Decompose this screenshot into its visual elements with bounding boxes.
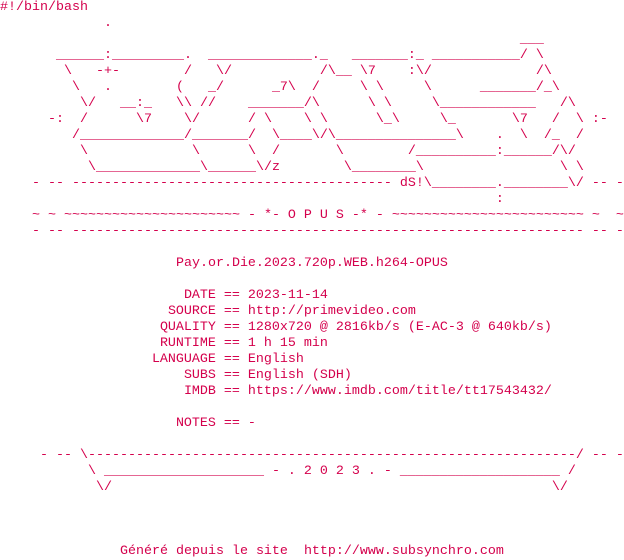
- info-separator: ==: [223, 304, 240, 319]
- ascii-art-line: \ . ( _/ _7\ / \ \ \ _______/_\: [0, 80, 560, 95]
- footer-art-line: \/ \/: [0, 480, 568, 495]
- info-row-runtime: RUNTIME == 1 h 15 min: [0, 336, 624, 352]
- blank-line: [0, 528, 624, 544]
- info-label: QUALITY: [159, 320, 216, 335]
- info-row-date: DATE == 2023-11-14: [0, 288, 624, 304]
- blank-line: [0, 272, 624, 288]
- info-label: LANGUAGE: [151, 352, 216, 367]
- info-separator: ==: [223, 416, 240, 431]
- info-row-quality: QUALITY == 1280x720 @ 2816kb/s (E-AC-3 @ 6…: [0, 320, 624, 336]
- ascii-art-line: - -- -----------------------------------…: [0, 224, 624, 239]
- info-row-language: LANGUAGE == English: [0, 352, 624, 368]
- ascii-art-line: -: / \7 \/ / \ \ \ \_\ \_ \7 / \ :-: [0, 112, 608, 127]
- info-row-source: SOURCE == http://primevideo.com: [0, 304, 624, 320]
- info-label: SUBS: [183, 368, 216, 383]
- ascii-art-line: ~ ~ ~~~~~~~~~~~~~~~~~~~~~~ - *- O P U S …: [0, 208, 624, 223]
- info-separator: ==: [223, 320, 240, 335]
- ascii-art-line: \ \ \ / \ /__________:______/\/: [0, 144, 576, 159]
- info-separator: ==: [223, 368, 240, 383]
- info-value: English (SDH): [247, 368, 352, 383]
- ascii-art-line: \ -+- / \/ /\__ \7 :\/ /\: [0, 64, 552, 79]
- info-row-imdb: IMDB == https://www.imdb.com/title/tt17543…: [0, 384, 624, 400]
- footer-credit: Généré depuis le site http://www.subsync…: [0, 544, 624, 560]
- info-value: http://primevideo.com: [247, 304, 416, 319]
- ascii-art-line: .: [0, 16, 112, 31]
- info-value: English: [247, 352, 304, 367]
- ascii-art-line: \_____________\______\/z \________\ \ \: [0, 160, 584, 175]
- notes-value: -: [247, 416, 256, 431]
- blank-line: [0, 496, 624, 512]
- footer-art-line: \ ____________________ - . 2 0 2 3 . - _…: [0, 464, 576, 479]
- footer-url: http://www.subsynchro.com: [303, 544, 504, 559]
- info-row-notes: NOTES ==-: [0, 416, 624, 432]
- info-separator: ==: [223, 288, 240, 303]
- info-separator: ==: [223, 352, 240, 367]
- ascii-art-line: /_____________/_______/ \____\/\________…: [0, 128, 584, 143]
- info-separator: ==: [223, 384, 240, 399]
- release-name: Pay.or.Die.2023.720p.WEB.h264-OPUS: [175, 256, 448, 271]
- info-separator: ==: [223, 336, 240, 351]
- ascii-art-line: \/ __:_ \\ // _______/\ \ \ \___________…: [0, 96, 576, 111]
- info-value: https://www.imdb.com/title/tt17543432/: [247, 384, 552, 399]
- info-label: RUNTIME: [159, 336, 216, 351]
- blank-line: [0, 432, 624, 448]
- info-label: DATE: [183, 288, 216, 303]
- blank-line: [0, 400, 624, 416]
- info-label: SOURCE: [167, 304, 216, 319]
- info-value: 1 h 15 min: [247, 336, 328, 351]
- blank-line: [0, 240, 624, 256]
- info-row-subs: SUBS == English (SDH): [0, 368, 624, 384]
- info-value: 1280x720 @ 2816kb/s (E-AC-3 @ 640kb/s): [247, 320, 552, 335]
- info-label: IMDB: [183, 384, 216, 399]
- ascii-art-line: - -- -----------------------------------…: [0, 176, 624, 191]
- info-value: 2023-11-14: [247, 288, 328, 303]
- notes-label: NOTES: [175, 416, 216, 431]
- footer-label: Généré depuis le site: [119, 544, 288, 559]
- info-section: DATE == 2023-11-14 SOURCE == http://primevid…: [0, 288, 624, 432]
- ascii-art-line: ___: [0, 32, 544, 47]
- ascii-art-line: ______:_________. _____________._ ______…: [0, 48, 544, 63]
- blank-line: [0, 512, 624, 528]
- shebang-line: #!/bin/bash: [0, 0, 88, 15]
- ascii-art-line: :: [0, 192, 504, 207]
- footer-art-line: - -- \----------------------------------…: [0, 448, 624, 463]
